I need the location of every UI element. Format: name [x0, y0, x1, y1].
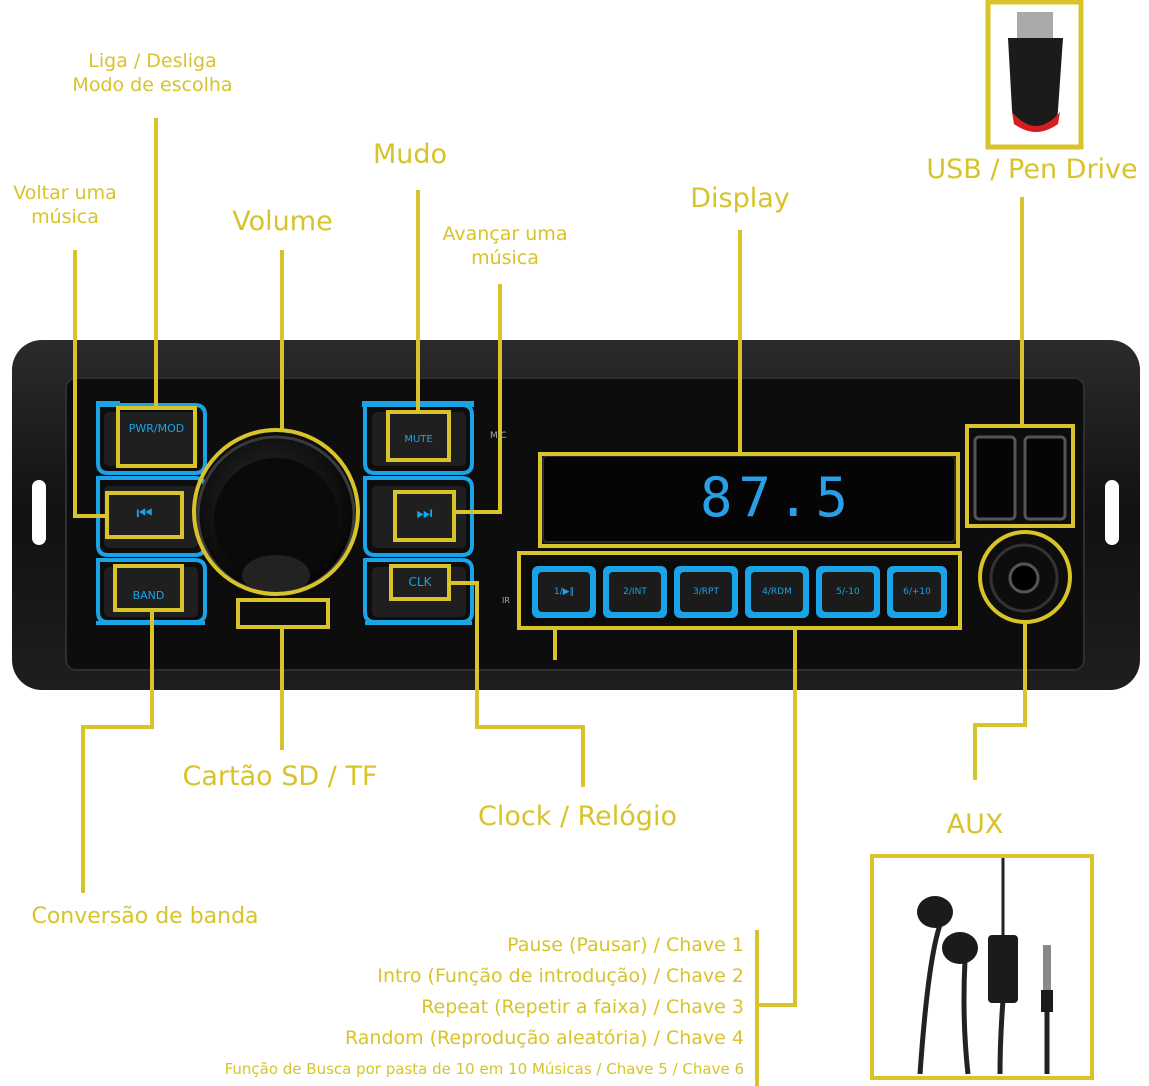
function-item-4: Random (Reprodução aleatória) / Chave 4 — [344, 1027, 744, 1049]
usb-label: USB / Pen Drive — [926, 154, 1138, 185]
preset-legend-6: 6/+10 — [903, 587, 931, 597]
power-mode-label: Liga / Desliga Modo de escolha — [40, 50, 265, 98]
preset-legend-5: 5/-10 — [836, 587, 860, 597]
frequency-readout: 87.5 — [700, 466, 855, 529]
function-item-5: Função de Busca por pasta de 10 em 10 Mú… — [224, 1060, 744, 1078]
band-legend: BAND — [132, 589, 165, 602]
clock-button[interactable] — [372, 567, 466, 617]
previous-track-button[interactable] — [104, 486, 198, 548]
mic-legend: MIC — [490, 431, 507, 441]
mute-button[interactable] — [372, 412, 466, 466]
band-button[interactable] — [104, 567, 198, 617]
preset-functions-list: Pause (Pausar) / Chave 1 Intro (Função d… — [225, 930, 744, 1085]
prev-label-line2: música — [31, 205, 99, 228]
preset-legend-2: 2/INT — [623, 587, 647, 597]
function-item-1: Pause (Pausar) / Chave 1 — [507, 934, 744, 956]
volume-knob[interactable] — [196, 435, 356, 595]
right-mount-slot — [1105, 480, 1119, 545]
display-label: Display — [690, 183, 790, 214]
prev-track-icon: ⏮ — [136, 503, 153, 524]
preset-buttons — [527, 562, 952, 622]
band-label: Conversão de banda — [31, 904, 259, 929]
preset-legend-3: 3/RPT — [693, 587, 719, 597]
power-label-line1: Liga / Desliga — [88, 50, 217, 72]
annotation-lines — [73, 118, 1075, 1086]
next-track-icon: ⏭ — [416, 503, 433, 524]
aux-label: AUX — [946, 809, 1004, 840]
left-mount-slot — [32, 480, 46, 545]
preset-legend-4: 4/RDM — [762, 587, 792, 597]
function-item-2: Intro (Função de introdução) / Chave 2 — [377, 965, 744, 987]
next-label-line1: Avançar uma — [442, 223, 568, 245]
power-mode-button[interactable] — [104, 412, 198, 466]
volume-label: Volume — [232, 206, 333, 237]
previous-track-label: Voltar uma música — [0, 182, 130, 230]
power-mode-legend: PWR/MOD — [128, 422, 185, 435]
earphones-image — [870, 854, 1094, 1080]
preset-legend-1: 1/▶‖ — [553, 587, 575, 597]
usb-pen-drive-image — [985, 0, 1084, 150]
next-track-label: Avançar uma música — [420, 223, 590, 271]
ir-legend: IR — [502, 596, 510, 605]
clock-legend: CLK — [408, 575, 432, 589]
power-label-line2: Modo de escolha — [72, 73, 233, 96]
next-label-line2: música — [471, 246, 539, 269]
clock-label: Clock / Relógio — [478, 801, 677, 832]
mute-label: Mudo — [372, 139, 448, 170]
usb-ports — [973, 435, 1067, 521]
function-item-3: Repeat (Repetir a faixa) / Chave 3 — [421, 996, 744, 1018]
sd-card-label: Cartão SD / TF — [182, 761, 378, 792]
mute-legend: MUTE — [404, 434, 433, 445]
prev-label-line1: Voltar uma — [13, 182, 117, 204]
aux-jack — [989, 543, 1059, 613]
